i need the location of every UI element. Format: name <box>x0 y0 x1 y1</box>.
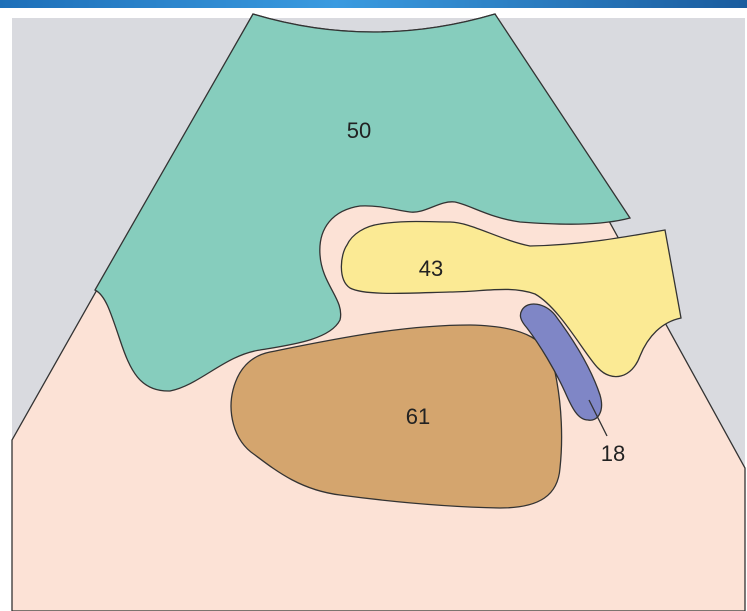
label-50: 50 <box>347 118 371 143</box>
label-61: 61 <box>406 404 430 429</box>
label-43: 43 <box>419 256 443 281</box>
label-18: 18 <box>601 441 625 466</box>
